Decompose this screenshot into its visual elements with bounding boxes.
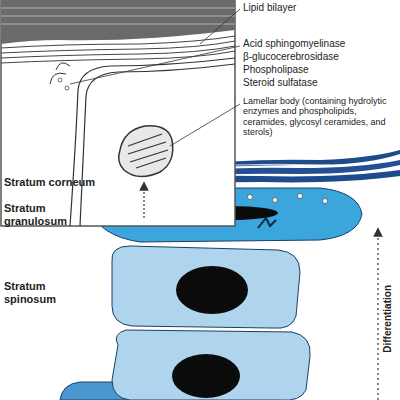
layer-label: Stratum spinosum: [4, 280, 84, 305]
secretion-arrow: [143, 186, 144, 218]
part-label: Lamellar body (containing hydrolytic enz…: [243, 96, 398, 137]
keratohyalin-granule: [258, 218, 276, 228]
leader-line: [200, 9, 240, 44]
enzyme-dot: [58, 78, 62, 82]
lamellar-granule: [323, 199, 328, 204]
lamellar-body: [119, 126, 173, 177]
leader-line: [170, 104, 240, 146]
nucleus: [172, 354, 240, 398]
enzyme-label: Phospholipase: [243, 64, 398, 76]
secreted-lamellae: [50, 63, 70, 84]
nucleus: [176, 266, 248, 314]
enzyme-dot: [65, 86, 69, 90]
spinous-cell: [112, 246, 300, 328]
layer-label: Stratum granulosum: [4, 202, 84, 227]
part-label: Lipid bilayer: [243, 2, 398, 14]
inset-frame: [1, 0, 235, 226]
lamellar-granule: [298, 194, 303, 199]
enzyme-label: Acid sphingomyelinase: [243, 38, 398, 50]
plasma-membrane: [80, 64, 235, 226]
lamellar-stripes: [128, 134, 168, 168]
layer-label: Stratum corneum: [4, 176, 114, 189]
lamellar-granule: [248, 195, 253, 200]
corneocyte-envelope: [1, 0, 235, 44]
corneocyte-stripes: [1, 8, 235, 24]
axis-label: Differentiation: [382, 285, 394, 353]
plasma-membrane: [70, 58, 235, 226]
differentiation-arrow: [377, 232, 378, 400]
spinous-cell: [112, 330, 310, 400]
leader-line: [70, 46, 240, 84]
enzyme-label: β-glucocerebrosidase: [243, 51, 398, 63]
lamellar-granule: [273, 198, 278, 203]
enzyme-label: Steroid sulfatase: [243, 77, 398, 89]
